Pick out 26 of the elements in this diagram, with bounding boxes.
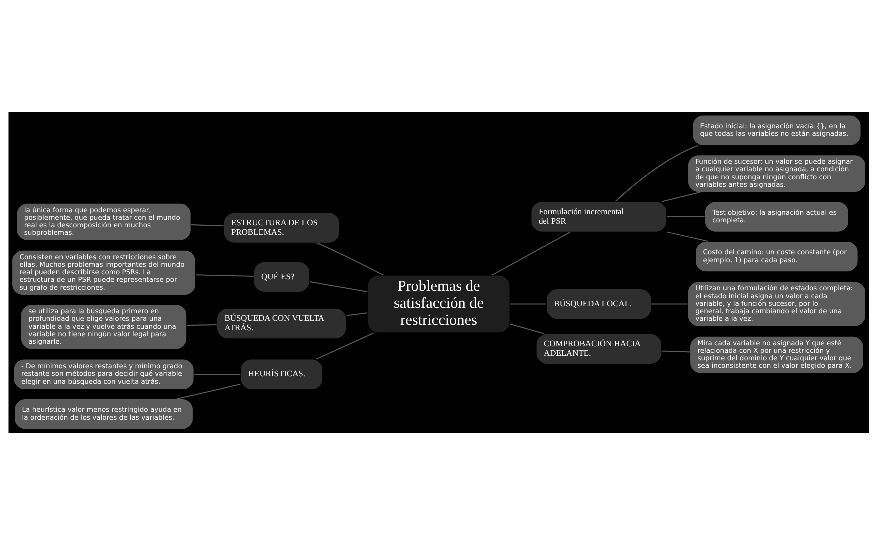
connector (318, 242, 384, 276)
connector (615, 144, 698, 202)
node-box: ESTRUCTURA DE LOS PROBLEMAS. (223, 212, 340, 244)
node-box: QUÉ ES? (254, 261, 310, 292)
connector (510, 323, 544, 334)
connector (176, 383, 241, 400)
node-box: Formulación incremental del PSR (530, 200, 668, 232)
node-box: BÚSQUEDA CON VUELTA ATRÁS. (216, 308, 348, 339)
node-box: BÚSQUEDA LOCAL. (546, 288, 652, 320)
connector (662, 192, 700, 202)
connector (652, 303, 688, 304)
connector (194, 374, 241, 375)
connector (316, 332, 375, 360)
node-box: Problemas de satisfacción de restricciones (367, 274, 511, 333)
connector (310, 280, 368, 292)
connector (492, 231, 571, 276)
connector (666, 231, 709, 242)
connector (662, 350, 690, 352)
connector (191, 224, 224, 226)
connector (346, 312, 368, 316)
connector (187, 324, 217, 326)
connector (510, 303, 546, 304)
node-box: HEURÍSTICAS. (240, 358, 324, 390)
connector (196, 274, 254, 277)
node-box: COMPROBACIÓN HACIA ADELANTE. (536, 332, 662, 364)
connector (667, 216, 705, 218)
